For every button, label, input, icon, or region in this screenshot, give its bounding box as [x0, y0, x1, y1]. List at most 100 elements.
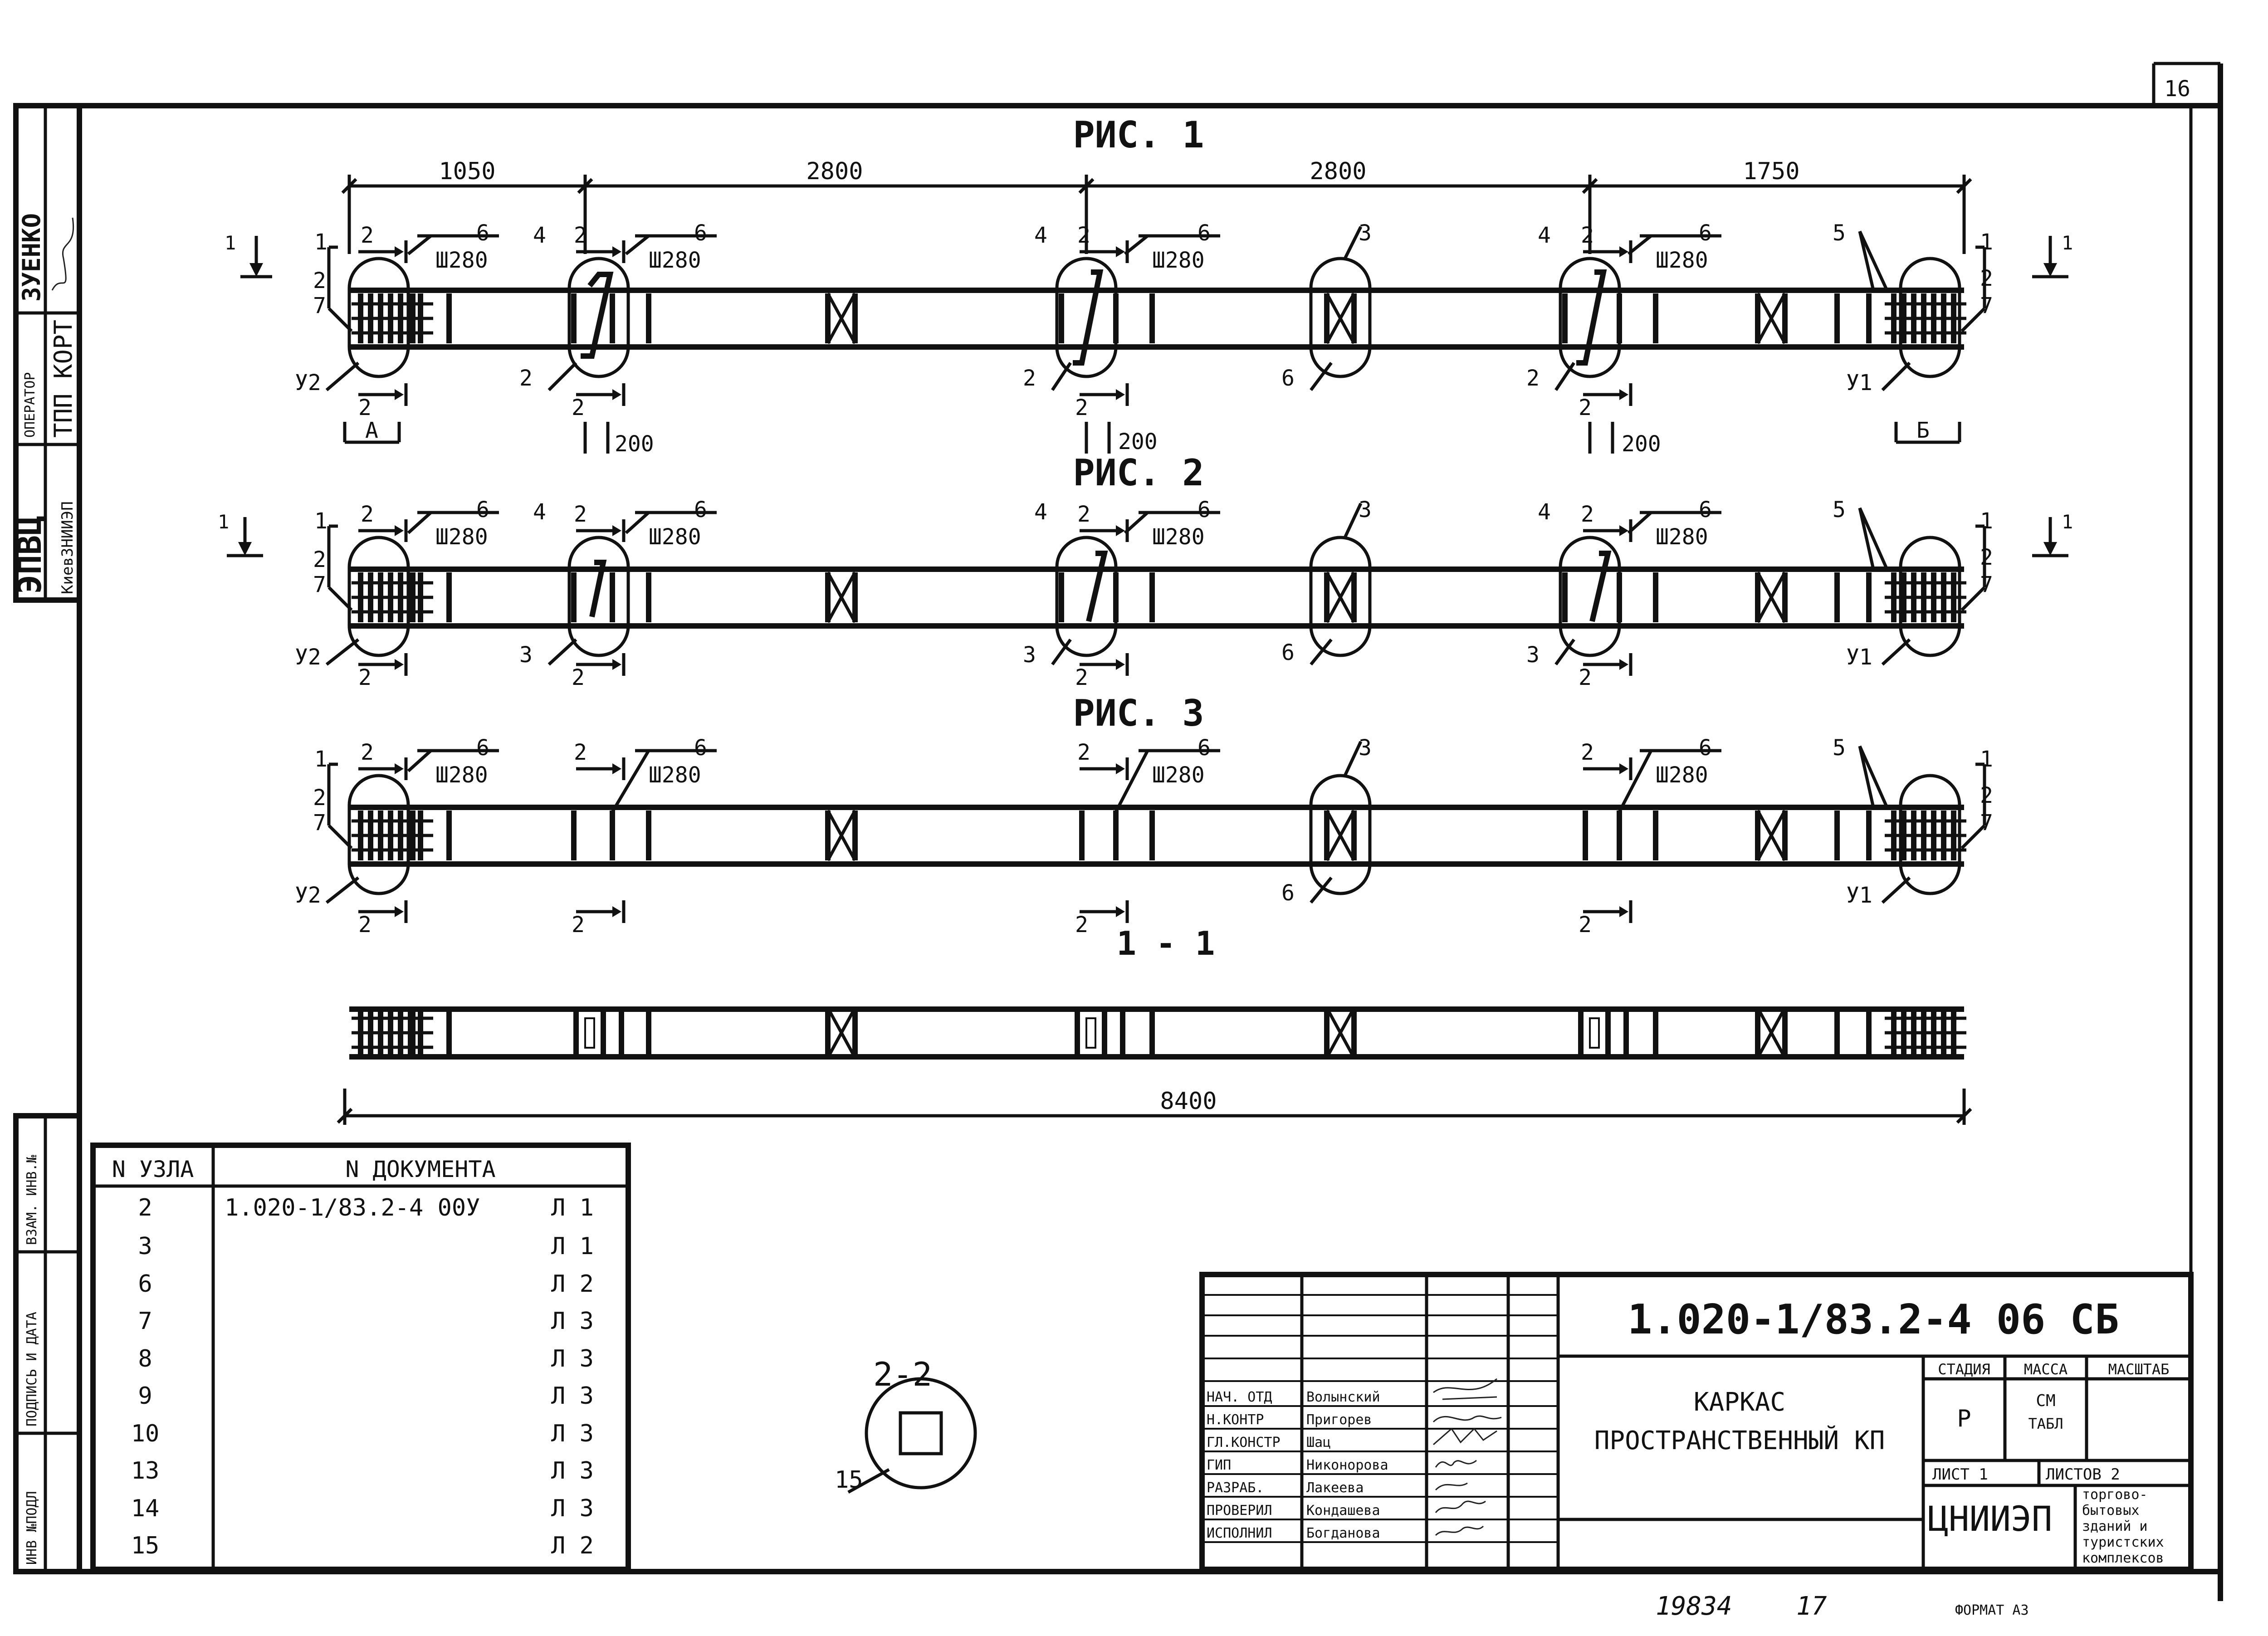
fig1-r-mark-7: 7 — [1980, 293, 1993, 318]
fig3-ref-6d: 6 — [1699, 735, 1712, 761]
fig3-mark-7: 7 — [313, 810, 326, 835]
fig3-mark-3: 3 — [1359, 735, 1372, 761]
fig1-ref-6c: 6 — [1198, 220, 1211, 246]
node-row-9-node: 14 — [131, 1495, 160, 1522]
staff-role-3: ГЛ.КОНСТР — [1207, 1435, 1281, 1450]
staff-signatures — [1432, 1378, 1502, 1536]
node-row-5-sheet: Л 3 — [551, 1345, 594, 1372]
fig2-mark-1: 1 — [314, 508, 327, 534]
node-row-6-sheet: Л 3 — [551, 1382, 594, 1410]
fig2-section-mark-left: 1 — [218, 511, 229, 533]
node-row-2-node: 3 — [138, 1233, 152, 1260]
staff-name-6: Кондашева — [1306, 1503, 1380, 1519]
fig2-beam — [347, 536, 1966, 657]
fig3-pitch-b: Ш280 — [649, 762, 701, 788]
org-note-line-1: торгово- — [2082, 1487, 2148, 1503]
fig1-dim200-c: 200 — [1622, 431, 1661, 457]
org-note-line-3: зданий и — [2082, 1519, 2148, 1534]
fig1-a2-b4: 2 — [1579, 395, 1592, 420]
fig2-a2-l4: 2 — [1581, 502, 1594, 527]
node-row-7-sheet: Л 3 — [551, 1420, 594, 1447]
fig2-pitch-c: Ш280 — [1152, 524, 1205, 550]
total-length-dimension: 8400 — [1160, 1088, 1217, 1115]
fig2-title: РИС. 2 — [1073, 452, 1204, 494]
fig2-mark-3a: 3 — [519, 642, 533, 668]
sheets-label: ЛИСТОВ 2 — [2046, 1465, 2120, 1484]
fig2-markers — [227, 503, 2068, 676]
fig2-section-mark-right: 1 — [2062, 511, 2073, 533]
fig3-pitch-d: Ш280 — [1656, 762, 1708, 788]
fig1-dimension-line — [341, 175, 1972, 254]
fig1-a2-l3: 2 — [1077, 223, 1090, 248]
fig1-mark-2d: 2 — [1023, 366, 1036, 391]
fig1-mark-4a: 4 — [533, 223, 546, 248]
fig3-mark-5: 5 — [1833, 735, 1846, 761]
fig3-mark-2: 2 — [313, 785, 326, 811]
fig2-a2-l3: 2 — [1077, 502, 1090, 527]
fig1-ref-6d: 6 — [1699, 220, 1712, 246]
fig1-label-a: А — [365, 418, 378, 443]
node-row-1-doc: 1.020-1/83.2-4 00У — [225, 1194, 480, 1221]
fig2-ref-6d: 6 — [1699, 497, 1712, 523]
fig1-a2-b2: 2 — [572, 395, 585, 420]
fig3-beam — [347, 774, 1966, 895]
fig1-pitch-a: Ш280 — [435, 248, 488, 273]
node-row-4-sheet: Л 3 — [551, 1308, 594, 1335]
fig3-ref-6b: 6 — [694, 735, 707, 761]
fig1-labels: 1 1 1 2 7 У2 У1 1 2 7 5 2 2 2 2 2 2 2 2 … — [225, 220, 2073, 457]
left-stamp — [13, 103, 82, 1574]
fig1-mark-3: 3 — [1359, 220, 1372, 246]
staff-role-5: РАЗРАБ. — [1207, 1480, 1264, 1496]
fig2-mark-2: 2 — [313, 547, 326, 572]
staff-name-1: Волынский — [1306, 1389, 1380, 1405]
stage-value: Р — [1957, 1405, 1971, 1432]
org-note-line-4: туристских — [2082, 1534, 2164, 1550]
fig1-mark-1: 1 — [314, 230, 327, 255]
fig3-r-mark-2: 2 — [1980, 783, 1993, 808]
fig2-pitch-d: Ш280 — [1656, 524, 1708, 550]
fig3-r-mark-1: 1 — [1980, 747, 1993, 772]
fig1-node-y1: У1 — [1846, 370, 1872, 396]
fig3-ref-6a: 6 — [476, 735, 489, 761]
fig3-r-mark-7: 7 — [1980, 810, 1993, 835]
fig3-labels: 1 2 7 У2 У1 1 2 7 5 2 2 2 2 2 2 2 2 6 3 … — [295, 735, 1993, 938]
fig2-a2-b4: 2 — [1579, 665, 1592, 690]
fig2-mark-7: 7 — [313, 572, 326, 597]
fig1-node-y2: У2 — [295, 370, 321, 396]
fig3-a2-b3: 2 — [1075, 912, 1088, 938]
node-row-4-node: 7 — [138, 1308, 152, 1335]
org-note: торгово- бытовых зданий и туристских ком… — [2082, 1487, 2164, 1566]
fig1-label-b: Б — [1916, 418, 1930, 443]
stage-label: СТАДИЯ — [1938, 1361, 1990, 1378]
mass-value-1: СМ — [2036, 1392, 2055, 1410]
mass-value-2: ТАБЛ — [2028, 1415, 2063, 1432]
fig2-r-mark-2: 2 — [1980, 545, 1993, 570]
fig2-mark-4b: 4 — [1034, 499, 1047, 525]
fig1-mark-4c: 4 — [1538, 223, 1551, 248]
fig2-node-y1: У1 — [1846, 645, 1872, 670]
fig1-r-mark-2: 2 — [1980, 266, 1993, 291]
section-1-beam — [337, 1008, 1972, 1125]
sheet-label: ЛИСТ 1 — [1932, 1465, 1988, 1484]
staff-name-7: Богданова — [1306, 1525, 1380, 1541]
fig1-pitch-d: Ш280 — [1656, 248, 1708, 273]
node-row-8-node: 13 — [131, 1457, 160, 1485]
fig2-a2-b2: 2 — [572, 665, 585, 690]
node-table — [90, 1143, 631, 1572]
staff-role-6: ПРОВЕРИЛ — [1207, 1503, 1272, 1519]
fig3-a2-l1: 2 — [361, 740, 374, 765]
fig1-ref-6b: 6 — [694, 220, 707, 246]
fig1-title: РИС. 1 — [1073, 114, 1204, 156]
node-row-8-sheet: Л 3 — [551, 1457, 594, 1485]
fig1-section-mark-right: 1 — [2062, 232, 2073, 254]
fig2-mark-3b: 3 — [1023, 642, 1036, 668]
staff-rows: НАЧ. ОТД Волынский Н.КОНТР Пригорев ГЛ.К… — [1207, 1389, 1388, 1541]
inv-label: ВЗАМ. ИНВ.№ — [24, 1155, 40, 1245]
section-2-mark-15: 15 — [835, 1466, 863, 1494]
fig1-a2-b3: 2 — [1075, 395, 1088, 420]
fig3-a2-b4: 2 — [1579, 912, 1592, 938]
fig1-dim-1: 1050 — [439, 158, 495, 185]
fig2-mark-4c: 4 — [1538, 499, 1551, 525]
fig1-r-mark-1: 1 — [1980, 230, 1993, 255]
